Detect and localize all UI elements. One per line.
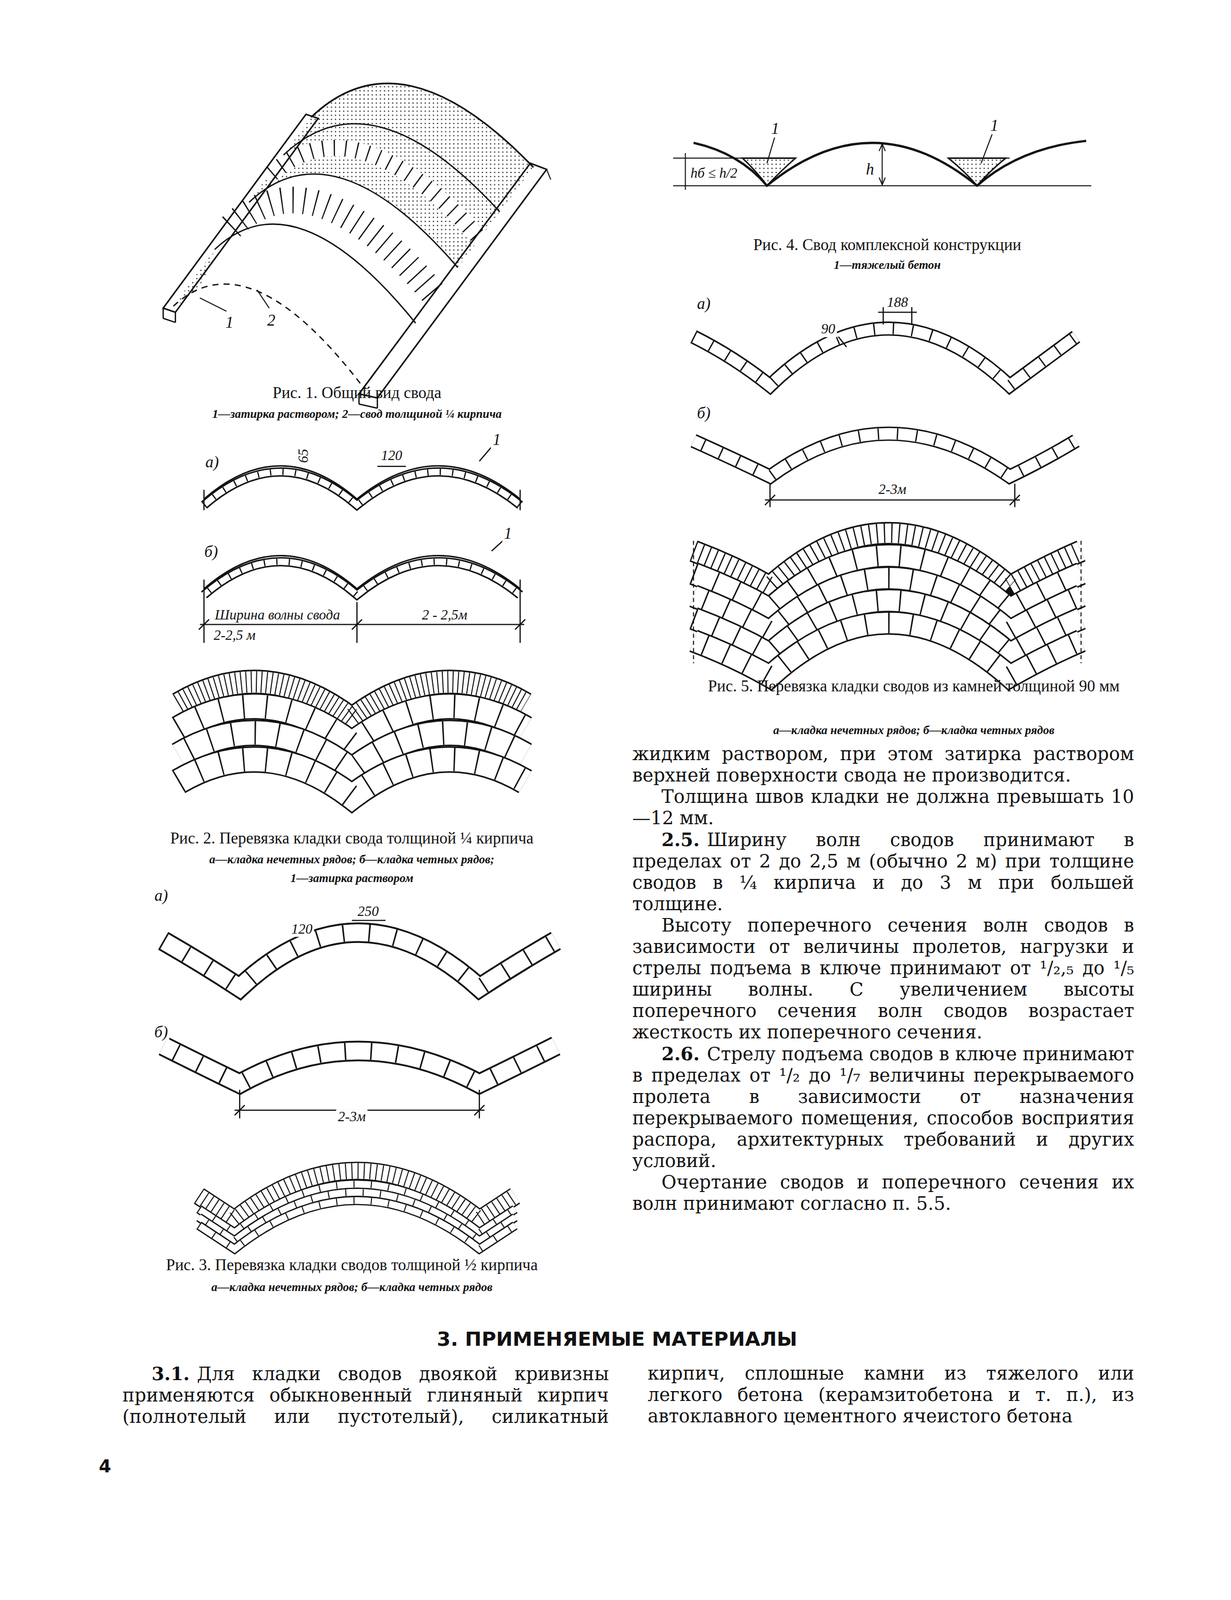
figure-legend: а—кладка нечетных рядов; б—кладка четных… [209, 853, 495, 867]
subfigure-letter: б) [695, 404, 713, 422]
body-text: Стрелу подъема сводов в ключе принимают … [632, 1043, 1135, 1172]
figure-5 [693, 307, 1081, 677]
paragraph: жидким раствором, при этом затирка раств… [632, 743, 1135, 787]
dimension: 120 [379, 448, 405, 464]
dimension: 2-3м [336, 1109, 368, 1125]
subfigure-letter: б) [202, 542, 220, 561]
dimension-note: Ширина волны свода [213, 607, 342, 624]
subfigure-letter: б) [152, 1023, 170, 1041]
dimension: 2-3м [876, 481, 908, 498]
callout-number: 1 [491, 430, 503, 449]
figure-legend: а—кладка нечетных рядов; б—кладка четных… [211, 1280, 493, 1294]
subfigure-letter: а) [203, 453, 221, 471]
dimension: hб ≤ h/2 [688, 165, 739, 182]
dimension: 120 [289, 921, 315, 938]
dimension: 2-2,5 м [212, 627, 257, 644]
clause-number: 2.6. [661, 1042, 700, 1065]
figure-3 [163, 920, 556, 1250]
figure-1 [163, 83, 551, 408]
body-text: Толщина швов кладки не должна превышать … [632, 786, 1135, 829]
body-text: Для кладки сводов двоякой кривизны приме… [122, 1362, 1135, 1427]
subfigure-letter: а) [152, 886, 170, 905]
paragraph: Толщина швов кладки не должна превышать … [632, 786, 1135, 829]
figure-legend: 1—тяжелый бетон [834, 258, 941, 272]
paragraph: 3.1.Для кладки сводов двоякой кривизны п… [122, 1362, 1135, 1428]
figure-caption: Рис. 3. Перевязка кладки сводов толщиной… [166, 1256, 539, 1274]
dimension: 250 [355, 903, 381, 920]
dimension: h [864, 160, 876, 179]
body-text: жидким раствором, при этом затирка раств… [632, 743, 1135, 786]
paragraph: 2.6.Стрелу подъема сводов в ключе приним… [632, 1042, 1135, 1172]
body-text: Высоту поперечного сечения волн сводов в… [632, 914, 1135, 1043]
page-number: 4 [98, 1457, 112, 1477]
text-column: 3.1.Для кладки сводов двоякой кривизны п… [122, 1362, 1135, 1428]
figure-caption: Рис. 1. Общий вид свода [272, 383, 442, 402]
figure-2 [178, 446, 526, 798]
dimension: 65 [296, 447, 313, 465]
figure-4 [673, 133, 1092, 191]
body-text: Очертание сводов и поперечного сечения и… [632, 1171, 1135, 1214]
paragraph: Высоту поперечного сечения волн сводов в… [632, 914, 1135, 1043]
paragraph: Очертание сводов и поперечного сечения и… [632, 1171, 1135, 1215]
section-heading: 3. ПРИМЕНЯЕМЫЕ МАТЕРИАЛЫ [437, 1328, 798, 1351]
body-text: Ширину волн сводов принимают в пределах … [632, 829, 1135, 915]
paragraph: 2.5.Ширину волн сводов принимают в преде… [632, 828, 1135, 915]
figure-legend: 1—затирка раствором; 2—свод толщиной ¼ к… [212, 407, 502, 421]
dimension: 2 - 2,5м [420, 607, 469, 624]
callout-number: 1 [769, 119, 781, 138]
callout-number: 2 [265, 311, 278, 330]
callout-number: 1 [502, 524, 514, 543]
callout-number: 1 [224, 313, 236, 332]
figure-legend: 1—затирка раствором [290, 871, 414, 885]
figure-legend: а—кладка нечетных рядов; б—кладка четных… [773, 723, 1055, 737]
clause-number: 3.1. [151, 1362, 190, 1385]
figure-caption: Рис. 2. Перевязка кладки свода толщиной … [170, 829, 534, 848]
figure-caption: Рис. 4. Свод комплексной конструкции [753, 235, 1022, 254]
subfigure-letter: а) [695, 294, 713, 313]
clause-number: 2.5. [661, 828, 700, 851]
callout-number: 1 [988, 116, 1001, 135]
figure-caption: Рис. 5. Перевязка кладки сводов из камне… [693, 677, 1135, 695]
dimension: 188 [885, 295, 911, 312]
dimension: 90 [819, 321, 837, 338]
text-column: жидким раствором, при этом затирка раств… [632, 743, 1135, 1215]
